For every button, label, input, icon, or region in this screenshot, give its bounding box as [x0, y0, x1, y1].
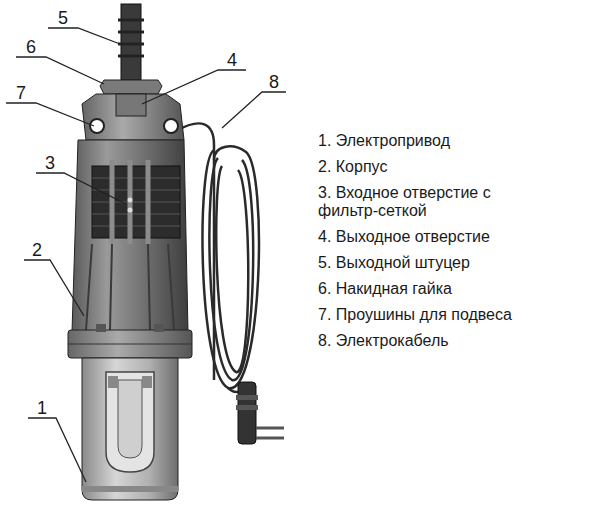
legend-item: 6. Накидная гайка [318, 280, 538, 298]
legend-item: 1. Электропривод [318, 132, 538, 150]
bolt [96, 324, 106, 332]
flange [68, 330, 192, 358]
legend-item: 3. Входное отверстие с фильтр-сеткой [318, 184, 538, 221]
leader-line [36, 173, 126, 204]
spigot-ribs [118, 20, 144, 56]
callout-number: 6 [26, 37, 36, 58]
motor-window [106, 372, 154, 472]
cable-loop [202, 146, 258, 388]
body-ribs [86, 244, 174, 330]
eyelet [164, 119, 178, 133]
spigot [118, 4, 144, 80]
motor-clip [108, 376, 118, 388]
leader-line [28, 418, 86, 482]
leader-line [24, 260, 84, 316]
motor-housing [82, 358, 178, 500]
plug [236, 382, 284, 444]
flange-line [68, 344, 192, 345]
housing-band [82, 486, 178, 492]
top-cap [82, 94, 184, 140]
motor-core [118, 380, 142, 458]
callout-number: 1 [37, 398, 47, 419]
body [72, 140, 188, 332]
callout-number: 3 [45, 153, 55, 174]
legend-item: 2. Корпус [318, 158, 538, 176]
legend-item: 7. Проушины для подвеса [318, 306, 538, 324]
screw [128, 198, 133, 203]
leader-line [6, 103, 94, 126]
callout-number: 5 [58, 8, 68, 29]
screw [128, 208, 133, 213]
legend-item: 8. Электрокабель [318, 332, 538, 350]
bolt [154, 324, 164, 332]
leader-line [16, 57, 104, 84]
legend-item: 4. Выходное отверстие [318, 228, 538, 246]
legend-item: 5. Выходной штуцер [318, 254, 538, 272]
callout-number: 4 [227, 50, 237, 71]
leader-line [142, 70, 246, 104]
leader-line [48, 28, 120, 44]
outlet-stem [116, 94, 146, 116]
eyelet [90, 119, 104, 133]
plug-pin [256, 437, 284, 440]
plug-body [238, 382, 256, 444]
filter [92, 166, 180, 238]
leader-line [222, 92, 286, 128]
callout-number: 8 [269, 72, 279, 93]
plug-ring [236, 395, 258, 400]
plug-pin [256, 427, 284, 430]
callout-number: 2 [32, 240, 42, 261]
motor-clip [142, 376, 152, 388]
nut [100, 80, 162, 94]
spigot-body [121, 4, 141, 80]
cable-loop [216, 166, 248, 372]
cable-loop [209, 158, 253, 380]
filter-ribs [112, 160, 148, 244]
plug-ring [236, 405, 258, 410]
callout-number: 7 [16, 83, 26, 104]
filter-grid [92, 178, 180, 226]
leaders [6, 28, 286, 482]
